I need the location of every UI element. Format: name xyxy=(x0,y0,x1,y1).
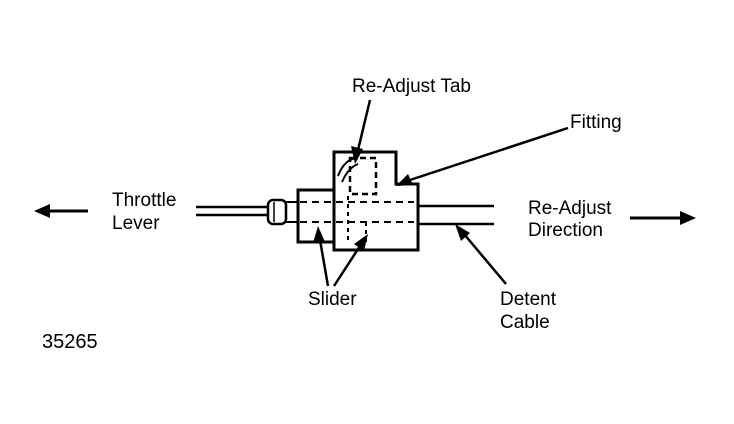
readjust-direction-line2: Direction xyxy=(528,220,603,241)
readjust-tab-leader xyxy=(351,99,372,164)
fitting-housing xyxy=(332,150,420,252)
end-cap xyxy=(266,198,299,226)
left-direction-arrow xyxy=(34,204,88,218)
right-direction-arrow xyxy=(630,211,696,225)
detent-label-line1: Detent xyxy=(500,289,557,310)
detent-cable xyxy=(418,204,494,226)
slider-label: Slider xyxy=(308,289,357,310)
detent-cable-leader xyxy=(455,224,507,285)
fitting-leader xyxy=(396,126,569,186)
fitting-label: Fitting xyxy=(570,112,622,133)
throttle-rod xyxy=(196,205,268,217)
readjust-tab-label: Re-Adjust Tab xyxy=(352,76,471,97)
readjust-direction-line1: Re-Adjust xyxy=(528,198,612,219)
detent-label-line2: Cable xyxy=(500,312,550,333)
slider-leaders xyxy=(313,226,368,287)
figure-number: 35265 xyxy=(42,331,98,353)
throttle-label-line1: Throttle xyxy=(112,190,176,211)
throttle-label-line2: Lever xyxy=(112,213,160,234)
